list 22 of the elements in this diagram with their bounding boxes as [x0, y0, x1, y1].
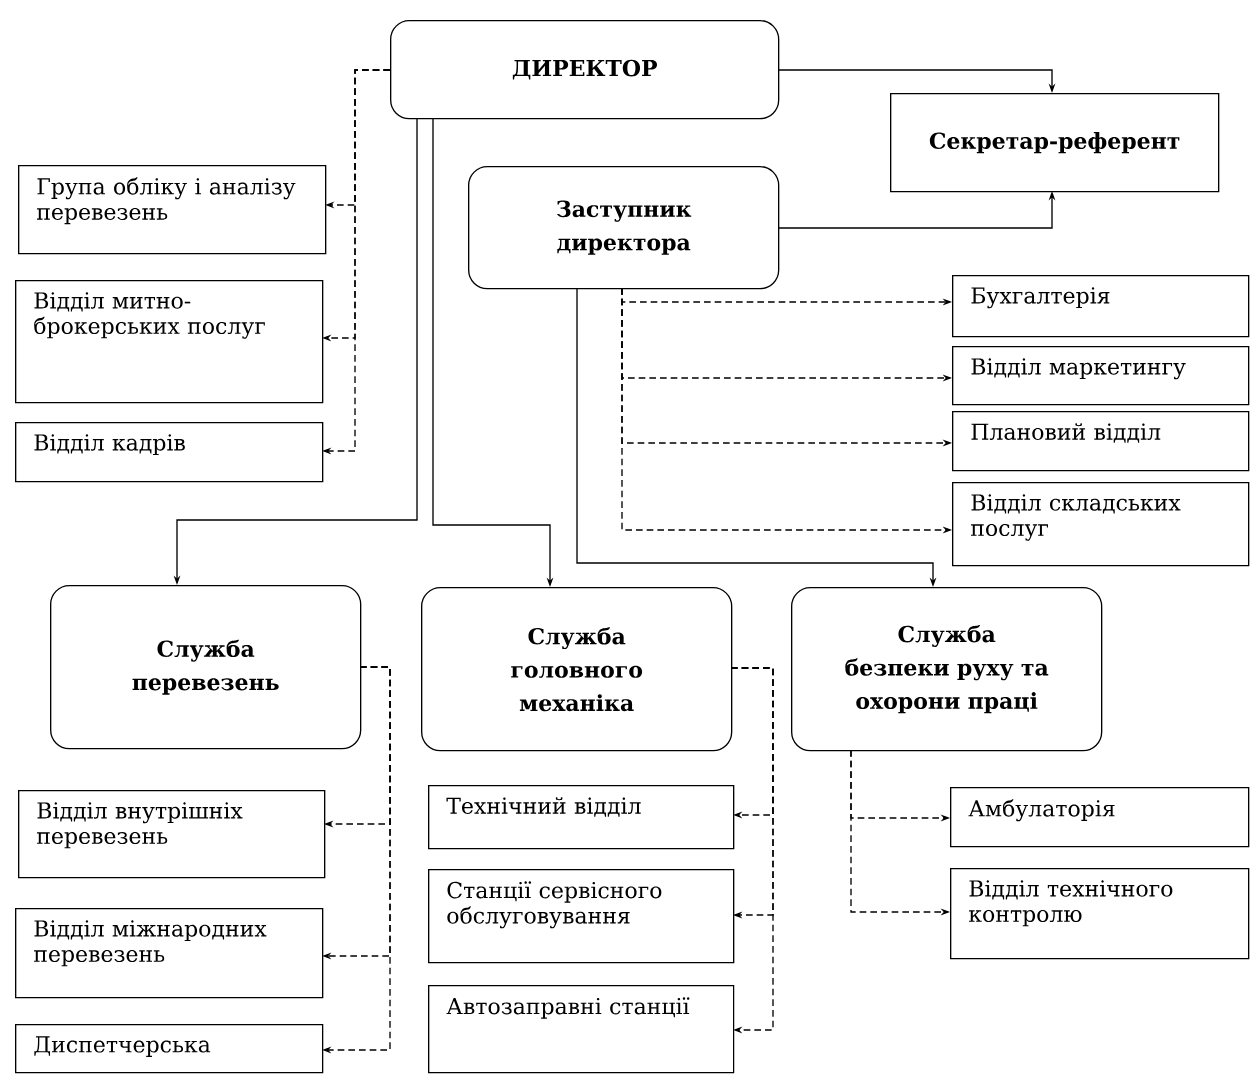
box: Диспетчерська — [15, 1024, 324, 1074]
box: Амбулаторія — [950, 787, 1250, 848]
box: Плановий відділ — [952, 411, 1250, 472]
rounded-box: ДИРЕКТОР — [390, 20, 780, 120]
box: Технічний відділ — [428, 785, 735, 850]
box: Автозаправні станції — [428, 985, 735, 1074]
rounded-box: Служба головного механіка — [421, 587, 733, 752]
box: Відділ внутрішніх перевезень — [18, 790, 326, 879]
rounded-box: Служба безпеки руху та охорони праці — [791, 587, 1103, 752]
box: Відділ технічного контролю — [950, 868, 1250, 960]
box: Відділ міжнародних перевезень — [15, 908, 324, 999]
rounded-box: Заступник директора — [468, 166, 780, 290]
box: Бухгалтерія — [952, 275, 1250, 338]
box: Секретар-референт — [890, 93, 1220, 193]
box: Відділ маркетингу — [952, 346, 1250, 406]
box: Відділ митно-брокерських послуг — [15, 280, 324, 404]
rounded-box: Служба перевезень — [50, 585, 362, 750]
dashed-arrow — [730, 667, 774, 1034]
box: Станції сервісного обслуговування — [428, 869, 735, 964]
box: Відділ кадрів — [15, 422, 324, 483]
box: Група обліку і аналізу перевезень — [18, 165, 327, 255]
box: Відділ складських послуг — [952, 482, 1250, 567]
